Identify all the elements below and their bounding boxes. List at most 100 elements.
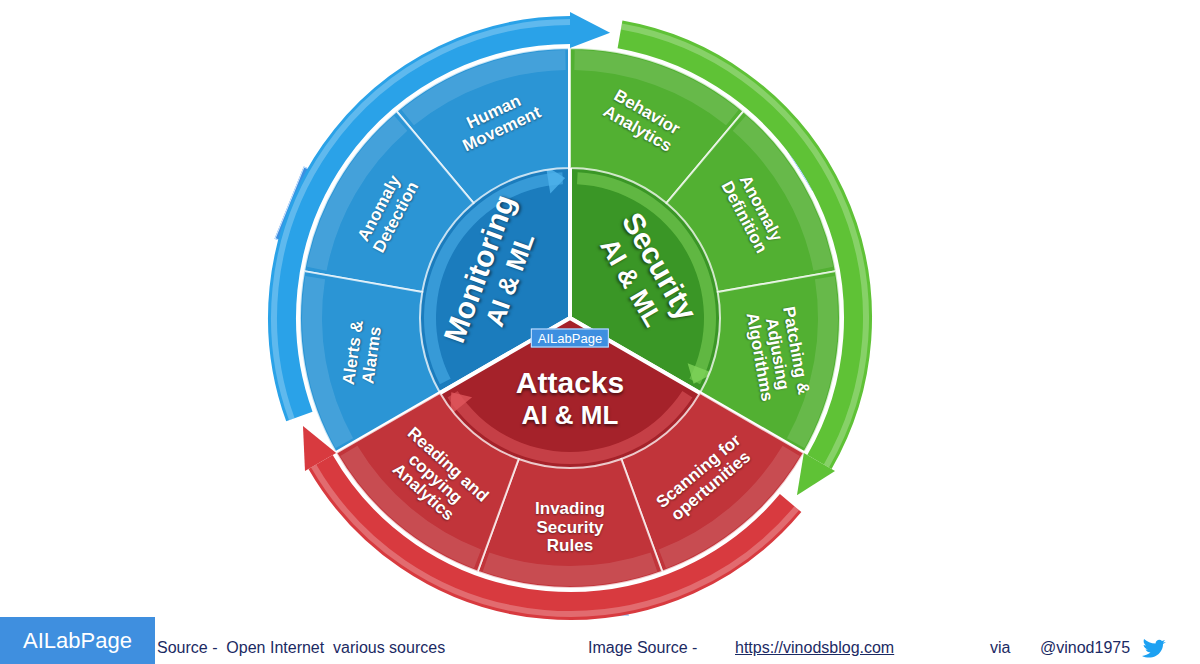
- segment-highlight: [307, 116, 407, 271]
- segment-shape: [262, 10, 878, 626]
- segment-band: [396, 48, 570, 203]
- cycle-arrow: [620, 27, 866, 496]
- footer-text: https://vinodsblog.com: [735, 639, 894, 657]
- arrow-shine: [314, 466, 797, 614]
- sector-title: Monitoring: [437, 190, 522, 347]
- segment-shape: [262, 10, 878, 626]
- ring-segment: Reading and copying Analytics: [262, 10, 878, 626]
- sector-subtitle: AI & ML: [516, 400, 624, 430]
- segment-band: [570, 48, 744, 203]
- segment-shape: [262, 10, 878, 626]
- arrow-shaft: [620, 34, 858, 462]
- sector-region: AttacksAI & MLScanning for opertunitiesI…: [262, 10, 878, 626]
- segment-highlight: [733, 116, 833, 271]
- segment-highlight: [483, 552, 658, 586]
- segment-text: Patching & Adjusing Algorithms: [740, 295, 814, 413]
- ring-segment: Invading Security Rules: [262, 10, 878, 626]
- segment-text: Anomaly Detection: [346, 156, 431, 271]
- segment-band: [621, 393, 804, 572]
- footer-text: Source - Open Internet various sources: [157, 639, 445, 657]
- inner-ring-band: [448, 391, 693, 464]
- segment-band: [336, 393, 519, 572]
- cycle-arrow: [274, 12, 610, 419]
- sector-region: SecurityAI & MLBehavior AnalyticsAnomaly…: [262, 10, 878, 626]
- footer-note: @vinod1975: [1040, 639, 1130, 657]
- sector-region: MonitoringAI & MLHuman MovementAnomaly D…: [262, 10, 878, 626]
- segment-label: Reading and copying Analytics: [375, 421, 494, 536]
- segment-highlight: [340, 446, 481, 568]
- footer-note: https://vinodsblog.com: [735, 639, 894, 657]
- segment-shape: [262, 10, 878, 626]
- inner-ring-band: [424, 172, 563, 384]
- sector-shape: [262, 10, 878, 626]
- ring-segment: Alerts & Alarms: [262, 10, 878, 626]
- segment-highlight: [401, 50, 565, 125]
- segment-label: Alerts & Alarms: [337, 297, 389, 411]
- segment-highlight: [574, 50, 738, 125]
- segment-text: Behavior Analytics: [585, 77, 699, 164]
- inner-ring-band: [577, 172, 716, 384]
- watermark-text: AILabPage: [538, 331, 602, 346]
- segment-text: Alerts & Alarms: [337, 297, 389, 411]
- ring-segment: Patching & Adjusing Algorithms: [262, 10, 878, 626]
- segment-shape: [262, 10, 878, 626]
- segment-text: Human Movement: [440, 80, 555, 160]
- ring-segment: Human Movement: [262, 10, 878, 626]
- inner-ring-arrowhead: [450, 392, 472, 415]
- sector-subtitle: AI & ML: [589, 224, 674, 341]
- footer-note: Source - Open Internet various sources: [157, 639, 445, 657]
- segment-label: Behavior Analytics: [585, 77, 699, 164]
- cycle-arrow: [303, 426, 797, 614]
- segment-highlight: [302, 276, 353, 448]
- segment-text: Scanning for opertunities: [651, 429, 759, 528]
- segment-shape: [262, 10, 878, 626]
- twitter-bird: [1140, 639, 1168, 661]
- watermark-text: AILabPage: [23, 628, 132, 654]
- segment-shape: [262, 10, 878, 626]
- arrow-shaft: [321, 462, 791, 606]
- sector-title: Attacks: [516, 366, 624, 401]
- segment-text: Anomaly Definition: [710, 156, 795, 271]
- sector-heading: AttacksAI & ML: [516, 366, 624, 430]
- segment-text: Reading and copying Analytics: [375, 421, 494, 536]
- sector-wedge: [300, 48, 570, 453]
- ring-segment: Scanning for opertunities: [262, 10, 878, 626]
- arrow-shine: [274, 22, 570, 419]
- watermark-tag: AILabPage: [531, 329, 609, 348]
- footer-text: @vinod1975: [1040, 639, 1130, 657]
- segment-band: [666, 111, 835, 292]
- segment-label: Scanning for opertunities: [651, 429, 759, 528]
- sector-wedge: [570, 48, 840, 453]
- sector-heading: SecurityAI & ML: [589, 207, 704, 342]
- segment-band: [700, 271, 840, 453]
- segment-band: [304, 111, 473, 292]
- ring-segment: Anomaly Definition: [262, 10, 878, 626]
- footer-text: Image Source -: [588, 639, 697, 657]
- sector-shape: [262, 10, 878, 626]
- segment-shape: [262, 10, 878, 626]
- ring-segment: Anomaly Detection: [262, 10, 878, 626]
- segment-highlight: [787, 276, 838, 448]
- footer-note: Image Source -: [588, 639, 697, 657]
- segment-text: Invading Security Rules: [515, 500, 625, 556]
- arrow-head: [303, 426, 336, 471]
- segment-label: Patching & Adjusing Algorithms: [740, 295, 814, 413]
- sector-wedge: [336, 318, 804, 588]
- ring-segment: Behavior Analytics: [262, 10, 878, 626]
- sector-shape: [262, 10, 878, 626]
- arrow-head: [570, 12, 610, 48]
- arrow-shaft: [282, 30, 570, 417]
- logo-box: AILabPage: [0, 617, 155, 664]
- inner-ring-arrowhead: [688, 363, 714, 384]
- segment-label: Anomaly Definition: [710, 156, 795, 271]
- segment-band: [300, 271, 440, 453]
- segment-band: [478, 459, 663, 588]
- segment-highlight: [659, 446, 800, 568]
- footer-note: via: [990, 639, 1010, 657]
- bird-shape: [1142, 639, 1166, 658]
- footer-text: via: [990, 639, 1010, 657]
- segment-label: Human Movement: [440, 80, 555, 160]
- arrow-shine: [621, 27, 866, 467]
